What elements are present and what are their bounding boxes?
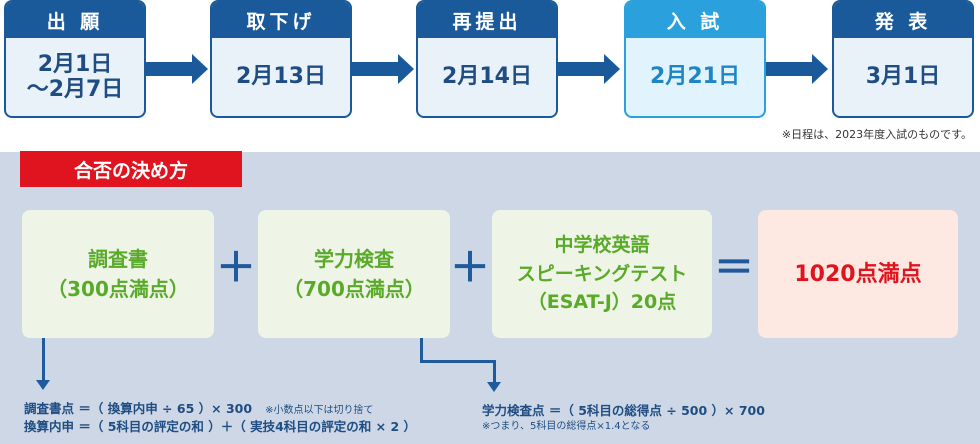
connector-line xyxy=(42,338,45,384)
plus-icon: ＋ xyxy=(216,245,256,291)
box-total: 1020点満点 xyxy=(758,210,958,338)
step-head: 出 願 xyxy=(6,2,144,38)
connector-line xyxy=(420,360,496,363)
box-speaking-test: 中学校英語 スピーキングテスト （ESAT-J）20点 xyxy=(492,210,712,338)
plus-icon: ＋ xyxy=(450,245,490,291)
step-head: 取下げ xyxy=(212,2,350,38)
step-head: 入 試 xyxy=(626,2,764,38)
step-date: 2月1日 〜2月7日 xyxy=(26,51,124,102)
box-report-card: 調査書 （300点満点） xyxy=(22,210,214,338)
arrow-icon xyxy=(766,54,828,84)
report-formula: 調査書点 ＝（ 換算内申 ÷ 65 ）× 300 ※小数点以下は切り捨て xyxy=(24,398,374,417)
step-exam: 入 試 2月21日 xyxy=(624,0,766,118)
box-academic-test: 学力検査 （700点満点） xyxy=(258,210,450,338)
step-date: 2月21日 xyxy=(650,64,740,90)
arrow-down-icon xyxy=(36,380,50,390)
step-announcement: 発 表 3月1日 xyxy=(832,0,974,118)
step-withdraw: 取下げ 2月13日 xyxy=(210,0,352,118)
arrow-icon xyxy=(352,54,414,84)
equals-icon: ＝ xyxy=(714,245,754,291)
step-head: 発 表 xyxy=(834,2,972,38)
schedule-note: ※日程は、2023年度入試のものです。 xyxy=(781,128,972,141)
report-formula-line1: 調査書点 ＝（ 換算内申 ÷ 65 ）× 300 xyxy=(24,401,253,416)
connector-line xyxy=(493,360,496,384)
exam-formula: 学力検査点 ＝（ 5科目の総得点 ÷ 500 ）× 700 xyxy=(482,403,765,418)
exam-formula-note: ※つまり、5科目の総得点×1.4となる xyxy=(482,417,650,432)
exam-note-text: ※つまり、5科目の総得点×1.4となる xyxy=(482,421,651,432)
connector-line xyxy=(420,338,423,362)
step-date: 2月13日 xyxy=(236,64,326,90)
step-date: 2月14日 xyxy=(442,64,532,90)
step-resubmit: 再提出 2月14日 xyxy=(416,0,558,118)
section-title: 合否の決め方 xyxy=(20,151,242,187)
arrow-icon xyxy=(146,54,208,84)
arrow-icon xyxy=(558,54,620,84)
arrow-down-icon xyxy=(487,382,501,392)
step-head: 再提出 xyxy=(418,2,556,38)
step-application: 出 願 2月1日 〜2月7日 xyxy=(4,0,146,118)
step-date: 3月1日 xyxy=(865,64,941,90)
naishin-formula: 換算内申 ＝（ 5科目の評定の和 ）＋（ 実技4科目の評定の和 × 2 ） xyxy=(24,419,417,434)
report-formula-note: ※小数点以下は切り捨て xyxy=(265,405,374,416)
